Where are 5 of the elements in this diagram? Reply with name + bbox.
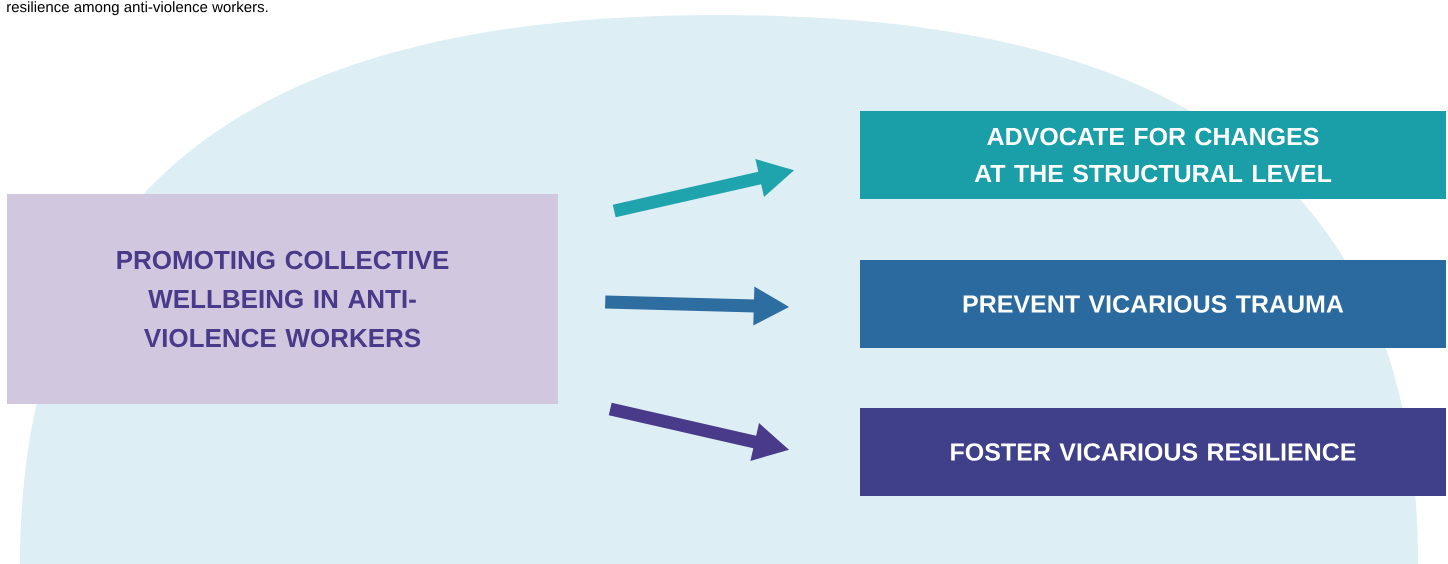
outcome-box: ADVOCATE FOR CHANGES AT THE STRUCTURAL LEVEL — [860, 111, 1446, 199]
outcome-box: FOSTER VICARIOUS RESILIENCE — [860, 408, 1446, 496]
topic-box: PROMOTING COLLECTIVE WELLBEING IN ANTI-VIOLENCE WORKERS — [7, 194, 558, 404]
outcome-box: PREVENT VICARIOUS TRAUMA — [860, 260, 1446, 348]
caption-text: resilience among anti-violence workers. — [7, 1, 268, 16]
